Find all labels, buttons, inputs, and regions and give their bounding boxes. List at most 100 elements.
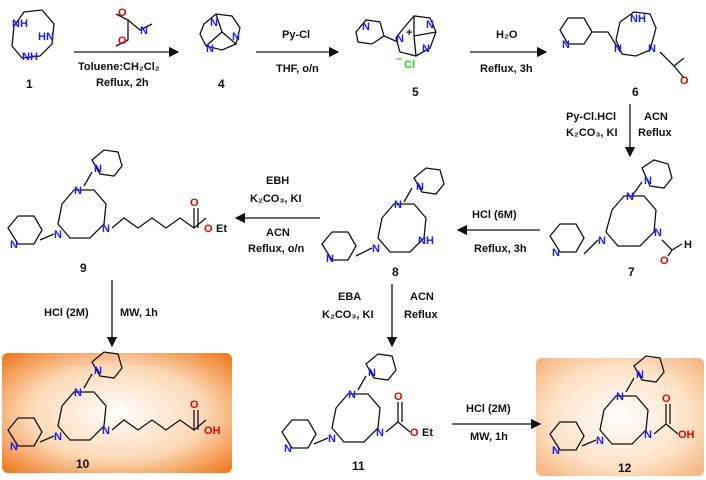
step4-base: K₂CO₃, KI [566,127,618,139]
svg-text:O: O [660,255,669,267]
svg-text:N: N [396,33,404,45]
step1-condition: Reflux, 2h [96,77,149,89]
step6-base: K₂CO₃, KI [250,193,302,205]
compound-7-structure: N N N N N O H [549,159,692,267]
svg-text:N: N [94,365,102,377]
atom-label: NH [12,18,28,30]
svg-text:O: O [662,393,671,405]
svg-text:NH: NH [630,13,646,25]
svg-text:+: + [406,27,412,39]
step4-reagent: Py-Cl.HCl [566,111,616,123]
highlight-box-12 [536,358,704,476]
svg-text:N: N [94,163,102,175]
step3-reagent: H₂O [496,29,518,41]
svg-text:N: N [284,443,292,455]
svg-text:N: N [562,39,570,51]
svg-text:N: N [616,391,624,403]
compound-5-structure: N N + N N – Cl [355,15,437,71]
svg-text:Cl: Cl [404,59,415,71]
step8-reagent: EBA [338,291,361,303]
compound-label-8: 8 [392,265,399,279]
atom-label: NH [22,51,38,63]
svg-text:N: N [426,19,434,31]
svg-text:–: – [396,53,402,65]
compound-label-11: 11 [352,459,365,473]
compound-8-structure: N N N NH N [321,167,445,265]
svg-text:N: N [636,369,644,381]
svg-text:O: O [204,223,213,235]
step1-solvent: Toluene:CH₂Cl₂ [78,61,160,73]
svg-text:N: N [54,431,62,443]
svg-text:N: N [54,229,62,241]
step7-reagent: HCl (2M) [44,307,89,319]
svg-text:H: H [684,239,692,251]
svg-text:O: O [190,399,199,411]
svg-text:O: O [394,391,403,403]
step7-condition: MW, 1h [120,307,158,319]
svg-text:N: N [552,247,560,259]
svg-text:O: O [118,35,127,47]
svg-text:N: N [368,367,376,379]
svg-text:N: N [10,239,18,251]
svg-text:N: N [422,43,430,55]
step5-condition: Reflux, 3h [474,243,527,255]
svg-text:N: N [326,253,334,265]
svg-text:N: N [362,21,370,33]
step9-condition: MW, 1h [470,431,508,443]
compound-label-5: 5 [412,85,419,99]
compound-label-9: 9 [80,261,87,275]
step6-reagent: EBH [266,175,289,187]
svg-text:N: N [206,43,214,55]
compound-label-10: 10 [76,457,90,471]
compound-4-structure: N N N [199,13,241,55]
svg-text:N: N [614,43,622,55]
compound-1-structure: NH HN NH [11,9,55,63]
svg-text:N: N [328,433,336,445]
step9-reagent: HCl (2M) [466,403,511,415]
step5-reagent: HCl (6M) [472,209,517,221]
step2-condition: THF, o/n [276,63,319,75]
svg-text:N: N [102,223,110,235]
svg-text:NH: NH [418,235,434,247]
step8-base: K₂CO₃, KI [322,309,374,321]
compound-9-structure: N N N N N O O Et [7,149,227,251]
compound-label-12: 12 [618,461,632,475]
svg-text:O: O [118,7,127,19]
svg-text:N: N [394,199,402,211]
step4-solvent: ACN [644,111,668,123]
svg-text:N: N [210,17,218,29]
compound-label-4: 4 [218,77,225,91]
svg-text:N: N [348,389,356,401]
step8-solvent: ACN [410,291,434,303]
svg-text:N: N [552,445,560,457]
svg-text:N: N [644,175,652,187]
step6-solvent: ACN [266,227,290,239]
compound-6-structure: N NH N N O [559,11,689,87]
compound-label-7: 7 [628,265,635,279]
svg-text:N: N [648,43,656,55]
svg-text:Et: Et [422,427,433,439]
dmf-dma-reagent: O O N [115,7,153,47]
svg-text:N: N [596,435,604,447]
svg-text:N: N [626,191,634,203]
compound-label-1: 1 [26,77,33,91]
svg-text:N: N [654,227,662,239]
atom-label: HN [38,31,54,43]
compound-12-structure: N N N N N O OH [549,355,695,457]
svg-text:O: O [190,197,199,209]
svg-text:N: N [74,185,82,197]
compound-11-structure: N N N N N O O Et [281,353,433,455]
svg-text:Et: Et [216,223,227,235]
svg-text:N: N [416,181,424,193]
svg-text:OH: OH [678,429,695,441]
svg-text:N: N [598,235,606,247]
svg-text:OH: OH [204,425,221,437]
step4-condition: Reflux [638,127,673,139]
step6-condition: Reflux, o/n [248,243,305,255]
svg-text:N: N [74,387,82,399]
svg-text:N: N [140,25,148,37]
svg-text:N: N [644,429,652,441]
step3-condition: Reflux, 3h [480,63,533,75]
svg-text:N: N [10,441,18,453]
